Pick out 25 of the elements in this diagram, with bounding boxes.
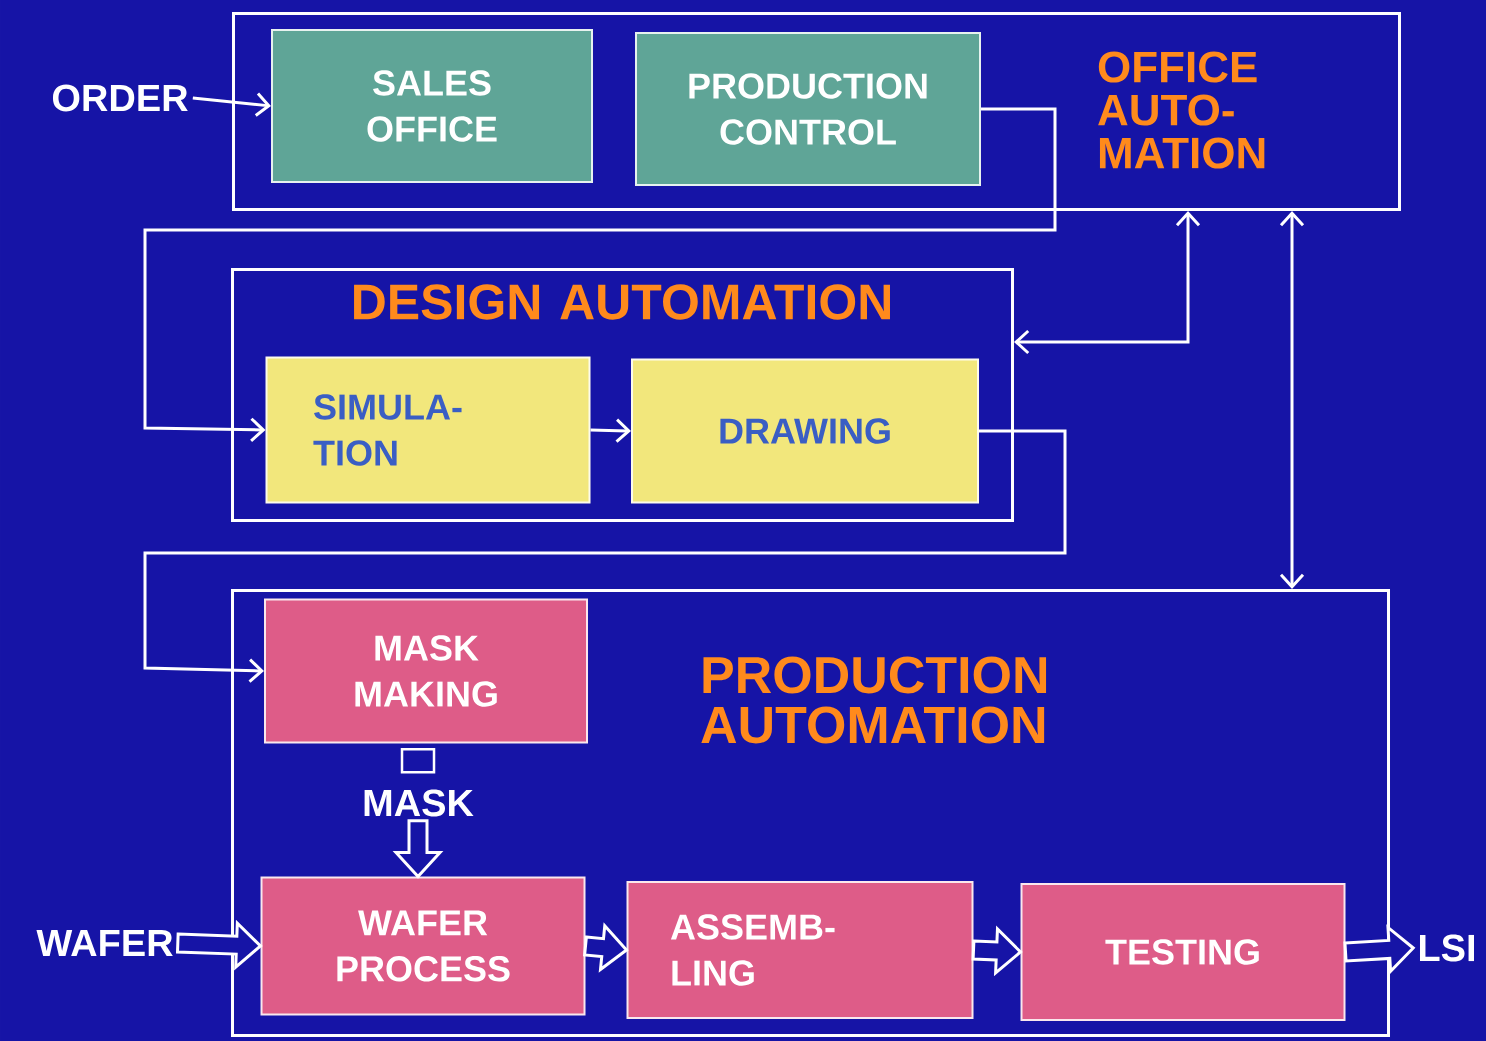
process-box: ASSEMB- LING — [626, 881, 974, 1019]
process-box: SIMULA- TION — [265, 356, 591, 504]
arrow — [143, 429, 1067, 683]
process-box: WAFER PROCESS — [260, 876, 586, 1016]
process-box: SALES OFFICE — [271, 29, 593, 183]
arrow — [1014, 211, 1201, 355]
flow-label: MASK — [364, 789, 474, 817]
process-box: MASK MAKING — [264, 598, 588, 744]
flow-label: WAFER — [36, 929, 173, 957]
process-box: TESTING — [1020, 883, 1346, 1021]
group-heading: DESIGN AUTOMATION — [354, 284, 890, 320]
arrow — [1279, 211, 1305, 589]
arrow — [143, 107, 1057, 442]
group-heading: PRODUCTION AUTOMATION — [701, 656, 1047, 744]
group-heading: OFFICE AUTO- MATION — [1098, 51, 1265, 169]
flow-label: LSI — [1420, 934, 1475, 962]
block-arrow — [971, 925, 1023, 977]
block-arrow — [1343, 924, 1416, 975]
block-arrow — [392, 819, 444, 879]
process-box: PRODUCTION CONTROL — [635, 32, 981, 186]
arrow — [192, 92, 271, 117]
process-box: DRAWING — [631, 358, 979, 504]
flow-label: ORDER — [52, 84, 188, 112]
block-arrow — [583, 922, 629, 973]
arrow — [590, 418, 631, 443]
